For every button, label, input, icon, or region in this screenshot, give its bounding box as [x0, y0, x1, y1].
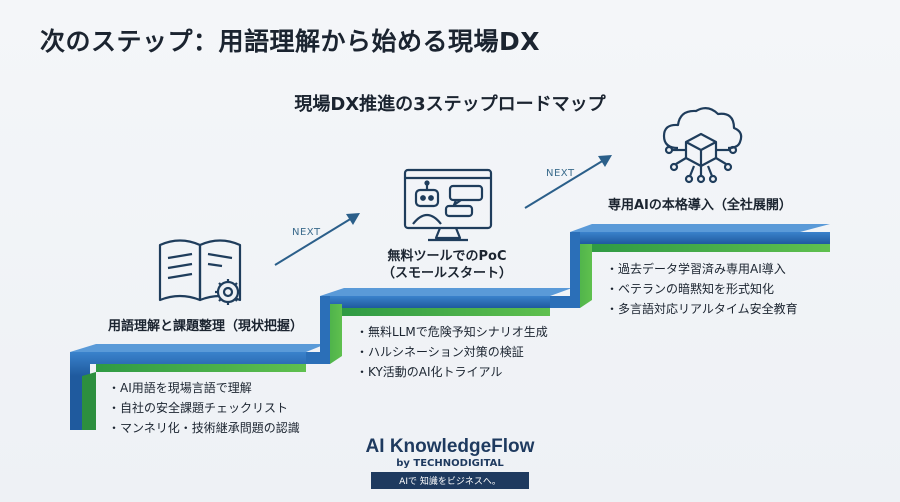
step-1-bullets: AI用語を現場言語で理解 自社の安全課題チェックリスト マンネリ化・技術継承問題… [108, 378, 300, 438]
logo-tagline: AIで 知識をビジネスへ。 [371, 472, 529, 489]
step-2-bullets: 無料LLMで危険予知シナリオ生成 ハルシネーション対策の検証 KY活動のAI化ト… [356, 322, 548, 382]
next-label-2: NEXT [546, 168, 575, 179]
monitor-robot-chat-icon [403, 168, 493, 242]
list-item: KY活動のAI化トライアル [356, 362, 548, 382]
brand-logo: AI KnowledgeFlow by TECHNODIGITAL AIで 知識… [340, 436, 560, 489]
list-item: AI用語を現場言語で理解 [108, 378, 300, 398]
step-3-label: 専用AIの本格導入（全社展開） [608, 198, 792, 213]
stair-top-surface [70, 224, 830, 352]
list-item: ベテランの暗黙知を形式知化 [606, 279, 798, 299]
stair-faces [70, 232, 830, 430]
next-arrow-1 [274, 213, 360, 266]
next-label-1: NEXT [292, 227, 321, 238]
cloud-network-cube-icon [662, 107, 743, 184]
list-item: 多言語対応リアルタイム安全教育 [606, 299, 798, 319]
list-item: マンネリ化・技術継承問題の認識 [108, 418, 300, 438]
step-1-label: 用語理解と課題整理（現状把握） [108, 319, 304, 334]
open-book-gear-icon [158, 239, 242, 305]
list-item: ハルシネーション対策の検証 [356, 342, 548, 362]
roadmap-subtitle: 現場DX推進の3ステップロードマップ [294, 94, 606, 115]
logo-by: by TECHNODIGITAL [396, 458, 504, 469]
list-item: 無料LLMで危険予知シナリオ生成 [356, 322, 548, 342]
step-2-label: 無料ツールでのPoC （スモールスタート） [382, 249, 513, 281]
list-item: 過去データ学習済み専用AI導入 [606, 259, 798, 279]
step-3-bullets: 過去データ学習済み専用AI導入 ベテランの暗黙知を形式知化 多言語対応リアルタイ… [606, 259, 798, 319]
list-item: 自社の安全課題チェックリスト [108, 398, 300, 418]
logo-name: AI KnowledgeFlow [365, 436, 535, 457]
page-title: 次のステップ：用語理解から始める現場DX [40, 27, 541, 56]
next-arrow-2 [524, 155, 612, 209]
